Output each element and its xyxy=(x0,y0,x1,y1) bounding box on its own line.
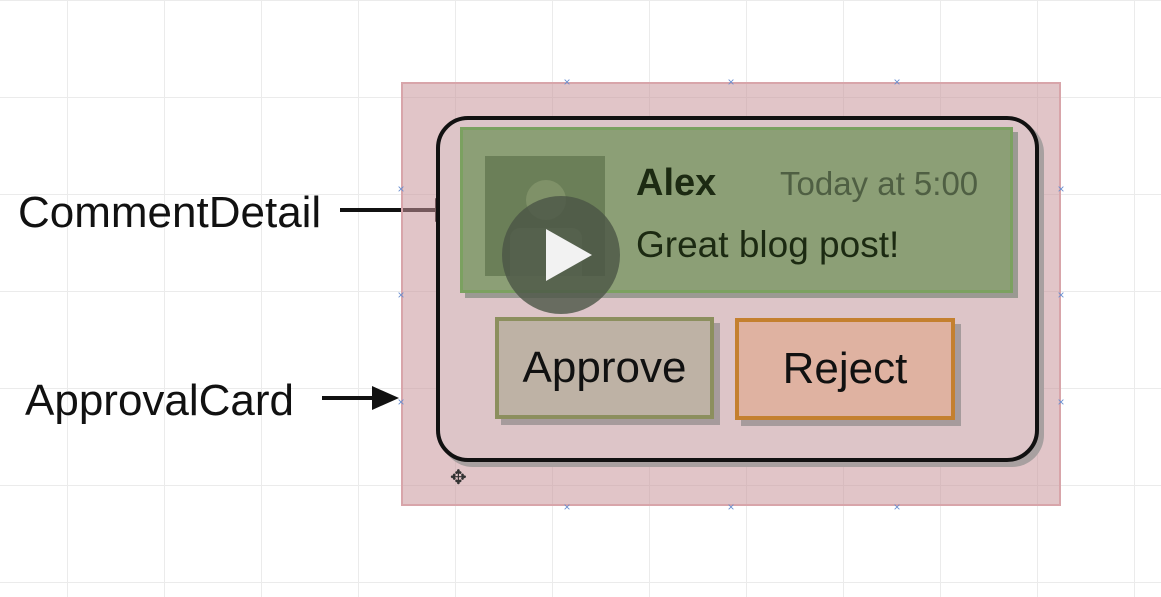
selection-handle[interactable]: × xyxy=(1057,288,1065,302)
selection-handle[interactable]: × xyxy=(397,182,405,196)
comment-detail-label: CommentDetail xyxy=(18,188,322,237)
selection-handle[interactable]: × xyxy=(727,500,735,514)
comment-author: Alex xyxy=(636,162,717,204)
selection-handle[interactable]: × xyxy=(563,500,571,514)
approve-button[interactable]: Approve xyxy=(495,317,714,419)
approval-card-arrow xyxy=(322,386,399,410)
selection-handle[interactable]: × xyxy=(727,75,735,89)
approval-card-label: ApprovalCard xyxy=(25,376,295,425)
comment-text: Great blog post! xyxy=(636,224,900,265)
selection-handle[interactable]: × xyxy=(1057,182,1065,196)
comment-time: Today at 5:00 xyxy=(780,165,979,202)
play-button[interactable] xyxy=(502,196,620,314)
selection-handle[interactable]: × xyxy=(563,75,571,89)
move-cursor-icon: ✥ xyxy=(450,467,467,489)
reject-button[interactable]: Reject xyxy=(735,318,955,420)
play-icon xyxy=(546,229,592,281)
selection-handle[interactable]: × xyxy=(397,288,405,302)
selection-handle[interactable]: × xyxy=(893,75,901,89)
selection-handle[interactable]: × xyxy=(1057,395,1065,409)
selection-handle[interactable]: × xyxy=(893,500,901,514)
selection-handle[interactable]: × xyxy=(397,395,405,409)
